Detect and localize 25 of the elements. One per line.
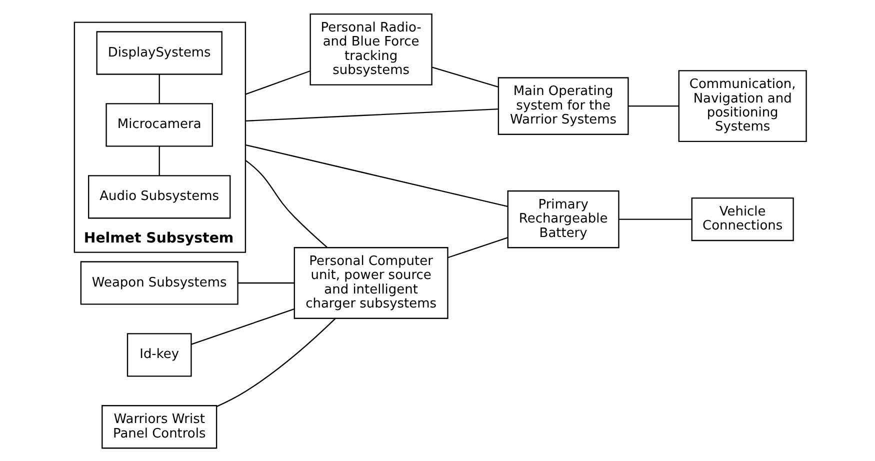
node-box: Main Operating system for the Warrior Systems: [497, 77, 628, 135]
connector: [237, 282, 294, 284]
connector: [216, 318, 336, 408]
node-box: Personal Computer unit, power source and intelligent charger subsystems: [293, 247, 448, 319]
node-box: Id-key: [126, 333, 192, 377]
connector: [447, 236, 508, 258]
node-box: Primary Rechargeable Battery: [506, 190, 619, 248]
node-box: Communication, Navigation and positioning Systems: [678, 70, 806, 142]
connector: [244, 70, 310, 95]
connector: [244, 160, 327, 248]
node-box: Microcamera: [105, 103, 213, 147]
connector: [432, 66, 498, 88]
connector: [628, 105, 678, 107]
node-box: Vehicle Connections: [690, 197, 794, 242]
node-box: Audio Subsystems: [88, 175, 230, 219]
node-box: DisplaySystems: [96, 31, 222, 75]
connector: [158, 146, 160, 176]
connector: [190, 308, 294, 345]
connector: [244, 144, 508, 208]
node-box: Warriors Wrist Panel Controls: [101, 405, 217, 449]
connector: [244, 108, 498, 122]
node-box: Weapon Subsystems: [80, 261, 238, 305]
connector: [158, 74, 160, 104]
node-box: Personal Radio- and Blue Force tracking subsystems: [309, 13, 432, 86]
connector: [618, 218, 692, 220]
